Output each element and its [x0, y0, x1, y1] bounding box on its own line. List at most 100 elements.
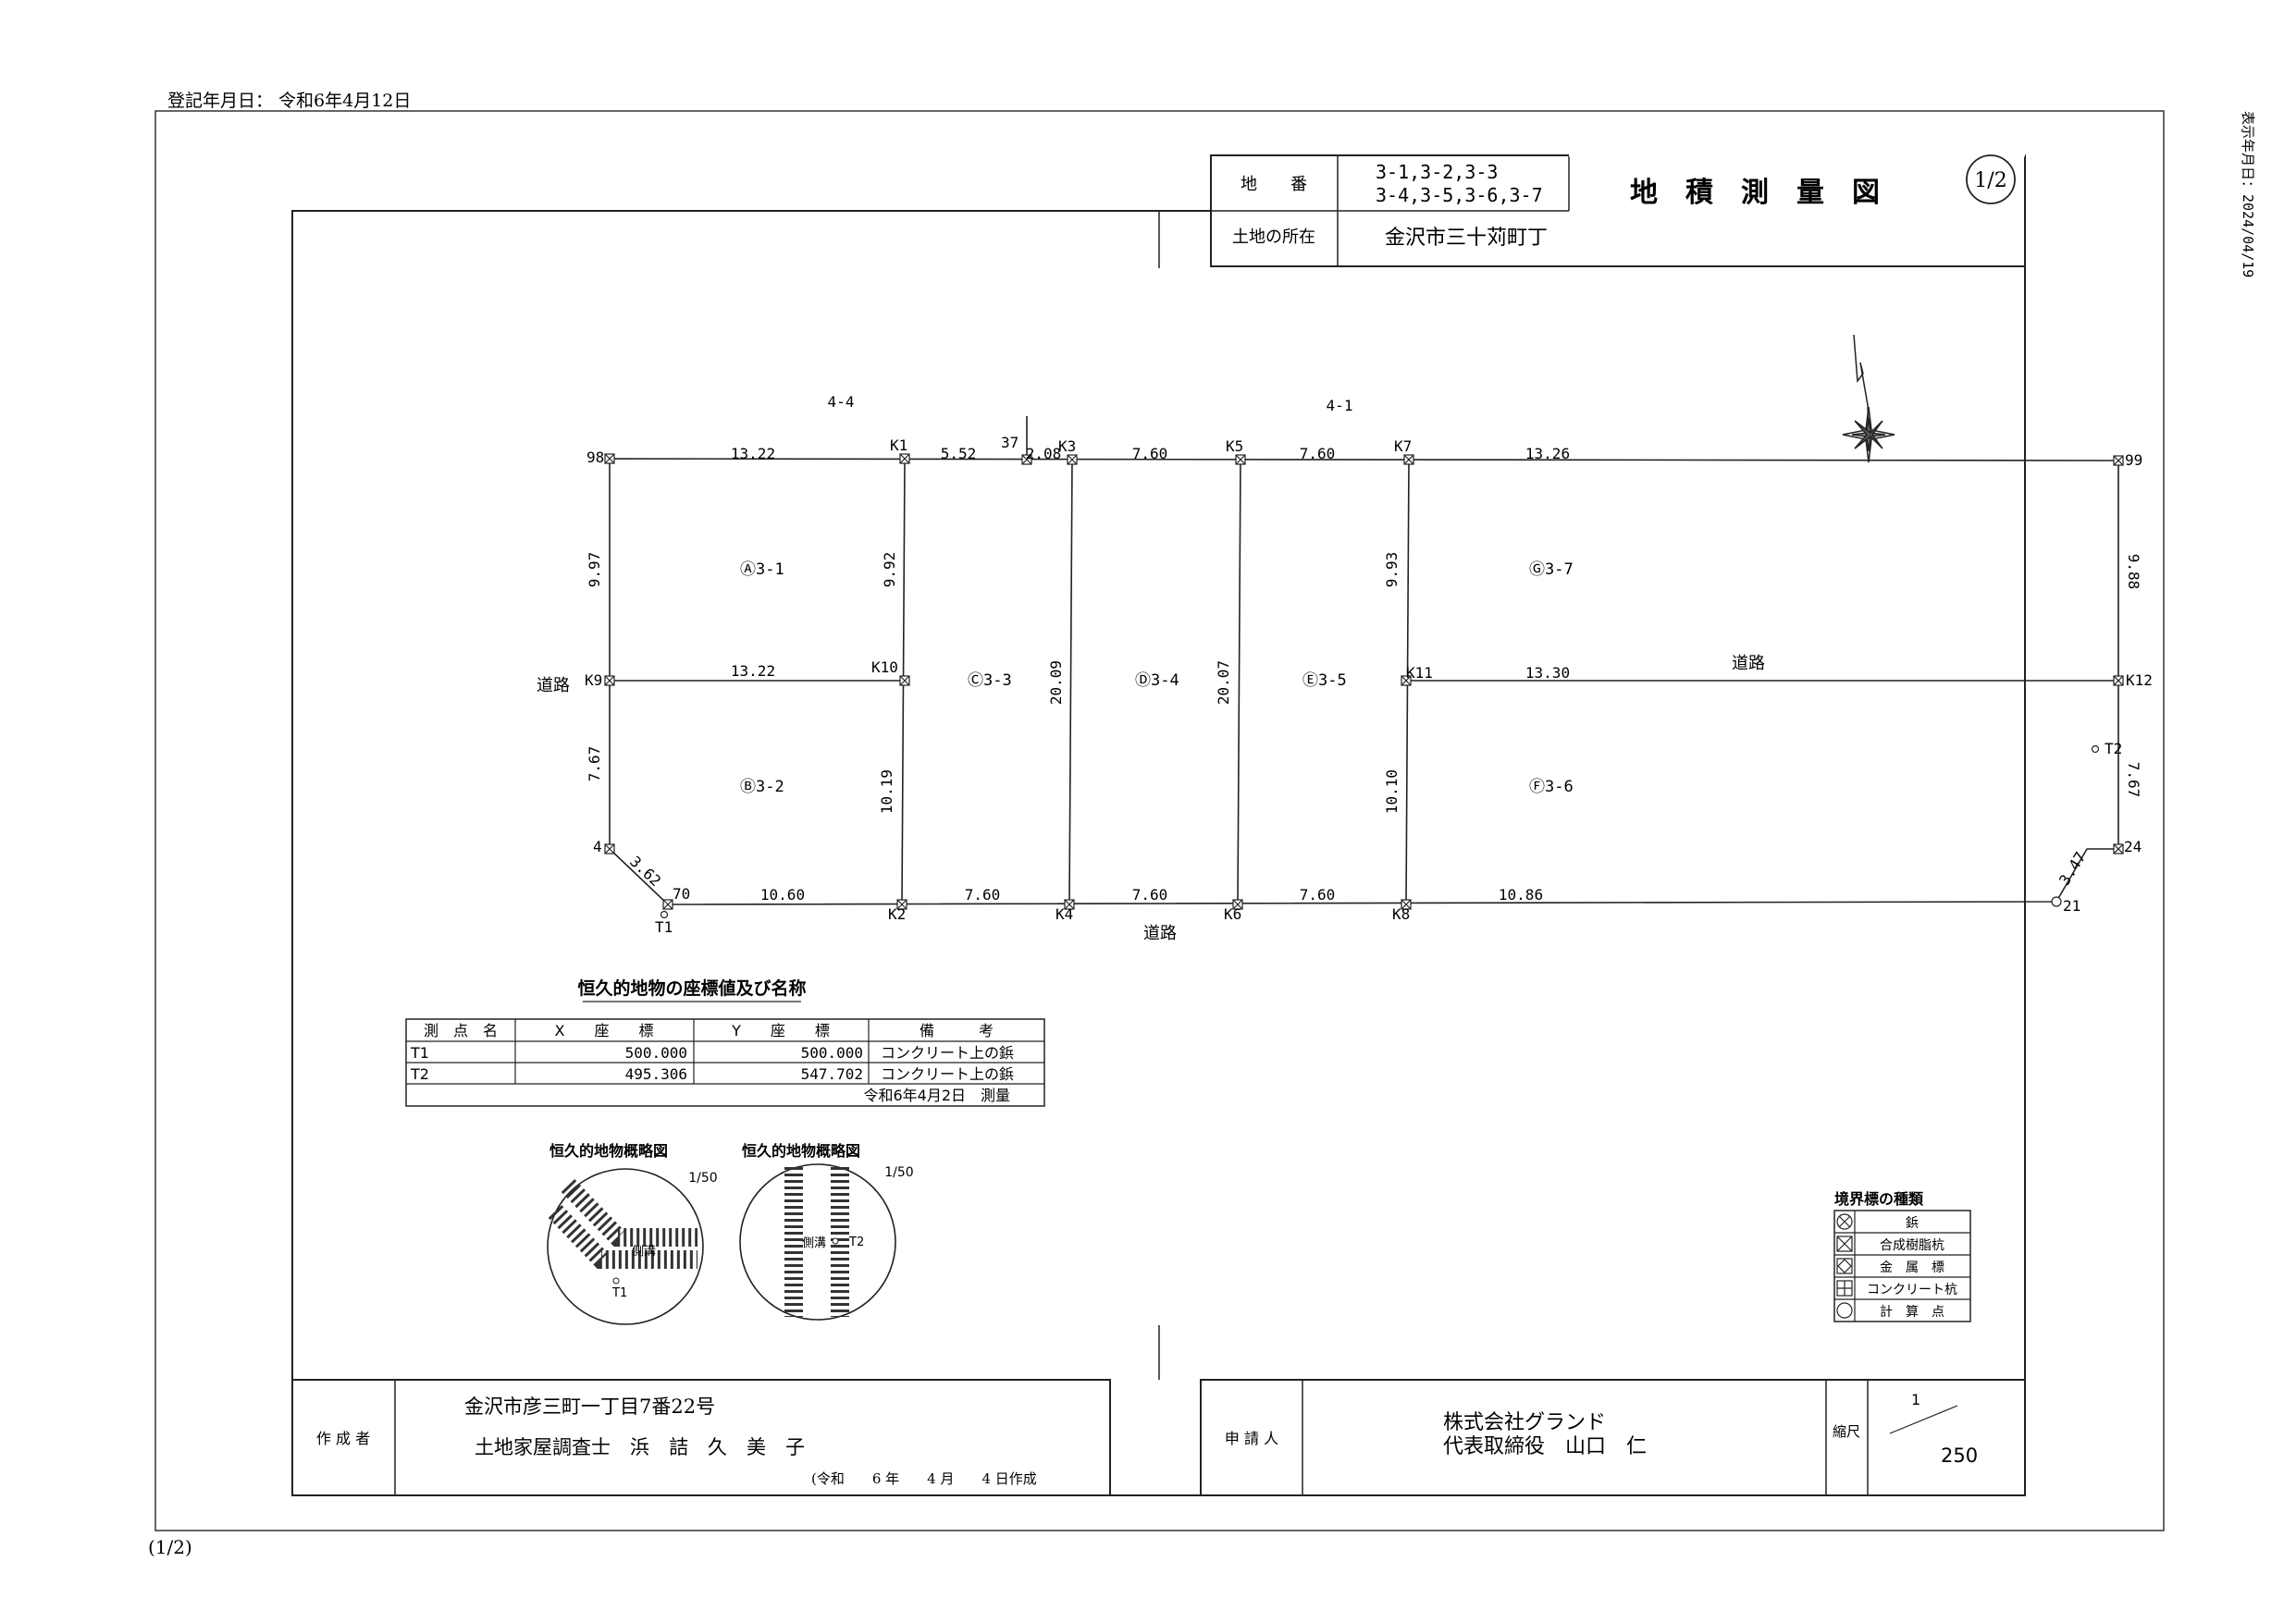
display-date: 表示年月日：2024/04/19: [2240, 111, 2256, 277]
label-70: 70: [673, 885, 690, 903]
dim-s4: 7.60: [1300, 886, 1336, 904]
marker-k5: [1235, 454, 1246, 465]
location-label: 土地の所在: [1232, 227, 1315, 247]
parcel-f: Ⓕ3-6: [1529, 778, 1574, 796]
label-k9: K9: [585, 671, 602, 689]
parcel-a: Ⓐ3-1: [740, 560, 784, 579]
label-k11: K11: [1406, 664, 1433, 682]
marker-k11: [1401, 675, 1412, 686]
scale-numerator: 1: [1911, 1391, 1920, 1408]
dim-v4: 10.19: [878, 769, 895, 814]
label-98: 98: [586, 449, 604, 466]
dim-v10: 7.67: [2125, 762, 2142, 798]
coordinate-table-title: 恒久的地物の座標値及び名称: [577, 977, 806, 999]
sketch2-title: 恒久的地物概略図: [742, 1142, 860, 1160]
location-value: 金沢市三十苅町丁: [1385, 227, 1548, 250]
sketch2-ditch: 側溝: [802, 1236, 826, 1250]
dim-n2: 5.52: [941, 445, 977, 462]
col-point-name: 測 点 名: [424, 1022, 498, 1039]
scale-denominator: 250: [1941, 1445, 1978, 1467]
dim-v5: 20.09: [1047, 660, 1065, 705]
dim-n6: 13.26: [1525, 445, 1570, 462]
col-remarks: 備 考: [920, 1022, 994, 1039]
col-y: Y 座 標: [731, 1022, 830, 1039]
svg-text:T2: T2: [410, 1065, 429, 1083]
resin-stake-icon: [1836, 1236, 1853, 1252]
label-k1: K1: [890, 436, 907, 454]
svg-text:495.306: 495.306: [625, 1065, 687, 1083]
dim-v1: 9.97: [586, 552, 603, 588]
road-west: 道路: [537, 676, 570, 695]
t2-mark: [2091, 744, 2100, 754]
dim-v8: 10.10: [1383, 769, 1401, 814]
parcel-c: Ⓒ3-3: [968, 671, 1012, 690]
author-name: 土地家屋調査士 浜 詰 久 美 子: [475, 1436, 805, 1458]
label-k7: K7: [1394, 437, 1412, 455]
marker-k6: [1232, 899, 1243, 910]
lot-plan: 4-4 4-1 道路 道路 道路 98 K1 37 K3 K5 K7 99 K9…: [537, 393, 2153, 943]
dim-s1: 10.60: [760, 886, 805, 904]
label-k3: K3: [1058, 437, 1076, 455]
neighbor-4-4: 4-4: [828, 393, 855, 411]
dim-m1: 13.22: [731, 662, 775, 680]
author-date: (令和 6 年 4 月 4 日作成: [811, 1470, 1037, 1487]
north-arrow-icon: [1842, 334, 1895, 463]
dim-v9: 9.88: [2125, 554, 2142, 590]
parcel-b: Ⓑ3-2: [740, 778, 784, 796]
marker-4: [604, 843, 615, 855]
page-footer: (1/2): [148, 1536, 192, 1558]
svg-text:コンクリート上の鋲: コンクリート上の鋲: [881, 1065, 1014, 1083]
label-99: 99: [2125, 451, 2142, 469]
lot-line2: 3-4,3-5,3-6,3-7: [1376, 184, 1543, 206]
dim-n4: 7.60: [1132, 445, 1168, 462]
label-4: 4: [593, 838, 602, 855]
marker-k12: [2113, 675, 2124, 686]
label-k5: K5: [1226, 437, 1243, 455]
legend-item: コンクリート杭: [1867, 1283, 1957, 1297]
marker-legend: 境界標の種類 鋲 合成樹脂杭 金 属 標 コンクリート杭 計 算 点: [1833, 1190, 1971, 1322]
concrete-stake-icon: [1836, 1280, 1853, 1297]
dim-v7: 9.93: [1383, 552, 1401, 588]
label-k10: K10: [871, 658, 898, 676]
marker-98: [604, 453, 615, 464]
parcel-e: Ⓔ3-5: [1302, 671, 1347, 690]
sketch1-t1: T1: [611, 1286, 627, 1300]
dim-n5: 7.60: [1300, 445, 1336, 462]
page-number-circle: [1966, 154, 2016, 204]
scale-label: 縮尺: [1833, 1423, 1860, 1440]
road-east: 道路: [1732, 654, 1765, 673]
sheet-title: 地 積 測 量 図: [1630, 177, 1880, 209]
marker-k7: [1403, 454, 1414, 465]
legend-title: 境界標の種類: [1834, 1190, 1924, 1208]
legend-item: 鋲: [1906, 1216, 1919, 1231]
sketch1-scale: 1/50: [688, 1171, 717, 1186]
dim-s5: 10.86: [1499, 886, 1543, 904]
sketch2-t2: T2: [848, 1236, 864, 1249]
applicant-representative: 代表取締役 山口 仁: [1443, 1435, 1647, 1458]
legend-item: 合成樹脂杭: [1880, 1238, 1944, 1253]
label-k2: K2: [888, 905, 906, 923]
marker-k9: [604, 675, 615, 686]
svg-text:T1: T1: [410, 1044, 429, 1062]
applicant-label: 申 請 人: [1225, 1430, 1278, 1447]
dim-v6: 20.07: [1215, 660, 1232, 705]
marker-99: [2113, 455, 2124, 466]
lot-label: 地 番: [1241, 175, 1307, 194]
dim-n1: 13.22: [731, 445, 775, 462]
author-label: 作 成 者: [316, 1430, 370, 1447]
label-37: 37: [1001, 434, 1018, 451]
marker-k10: [899, 675, 910, 686]
marker-k3: [1067, 454, 1078, 465]
label-21: 21: [2063, 897, 2080, 915]
col-x: X 座 標: [555, 1022, 654, 1039]
legend-item: 計 算 点: [1880, 1305, 1944, 1320]
lot-line1: 3-1,3-2,3-3: [1376, 161, 1498, 183]
label-k8: K8: [1392, 905, 1410, 923]
dim-s2: 7.60: [965, 886, 1001, 904]
svg-text:500.000: 500.000: [801, 1044, 863, 1062]
label-k4: K4: [1055, 905, 1073, 923]
boundary-lines: [609, 416, 2119, 905]
dim-n3: 2.08: [1026, 445, 1062, 462]
marker-21: [2051, 896, 2062, 907]
